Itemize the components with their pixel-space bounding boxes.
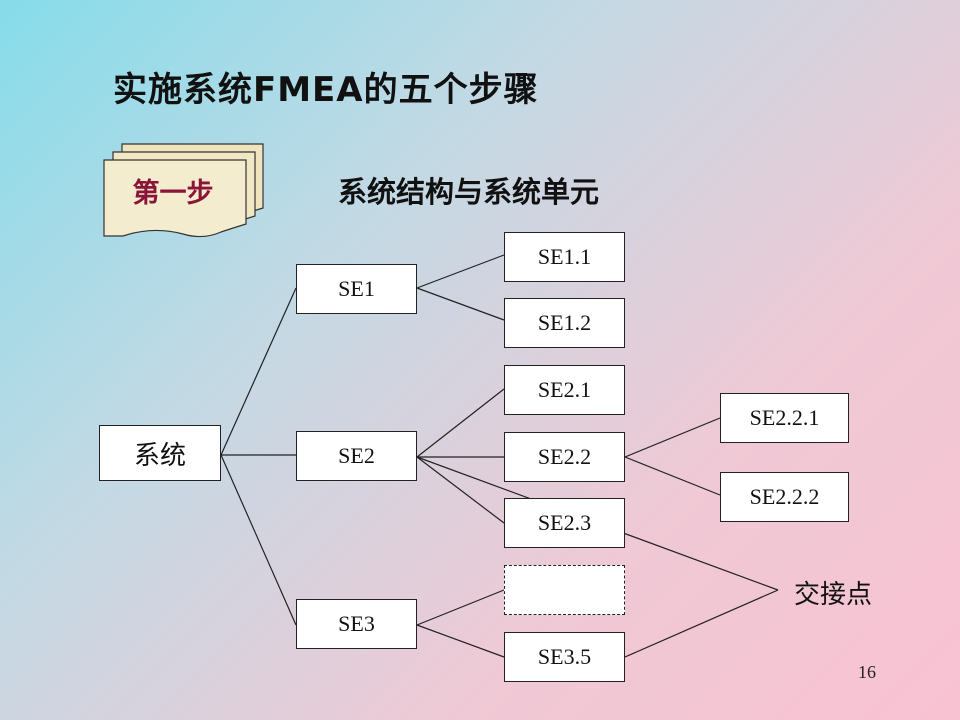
node-se1: SE1	[296, 264, 417, 314]
step-badge	[103, 143, 264, 238]
node-se2-1: SE2.1	[504, 365, 625, 415]
edge-se1-se1-1	[416, 254, 505, 289]
interface-point-label: 交接点	[794, 580, 873, 610]
edge-se2-2-se2-2-2	[624, 456, 721, 496]
edge-se2-se2-1	[416, 388, 505, 458]
page-number: 16	[858, 662, 876, 682]
edge-se2-2-se2-2-1	[624, 417, 721, 458]
edge-se3-se3-5	[416, 624, 505, 658]
node-se3-5: SE3.5	[504, 632, 625, 682]
node-se2-2: SE2.2	[504, 432, 625, 482]
edge-se1-se1-2	[416, 287, 505, 321]
step-label: 第一步	[132, 178, 214, 209]
node-se1-1: SE1.1	[504, 232, 625, 282]
paper-sheet-front	[103, 159, 247, 238]
step-heading: 系统结构与系统单元	[338, 175, 600, 209]
node-se3-placeholder	[504, 565, 625, 615]
node-se2-2-2: SE2.2.2	[720, 472, 849, 522]
edge-root-se3	[220, 454, 297, 626]
node-se2-3: SE2.3	[504, 498, 625, 548]
node-se1-2: SE1.2	[504, 298, 625, 348]
edge-se2-se2-3	[416, 456, 505, 524]
edge-se3-empty	[416, 589, 505, 626]
node-se3: SE3	[296, 599, 417, 649]
edge-root-se1	[220, 287, 297, 456]
node-se2-2-1: SE2.2.1	[720, 393, 849, 443]
page-title: 实施系统FMEA的五个步骤	[113, 70, 539, 110]
edge-se3-5-interface	[624, 589, 779, 658]
node-system: 系统	[99, 425, 221, 481]
node-se2: SE2	[296, 431, 417, 481]
